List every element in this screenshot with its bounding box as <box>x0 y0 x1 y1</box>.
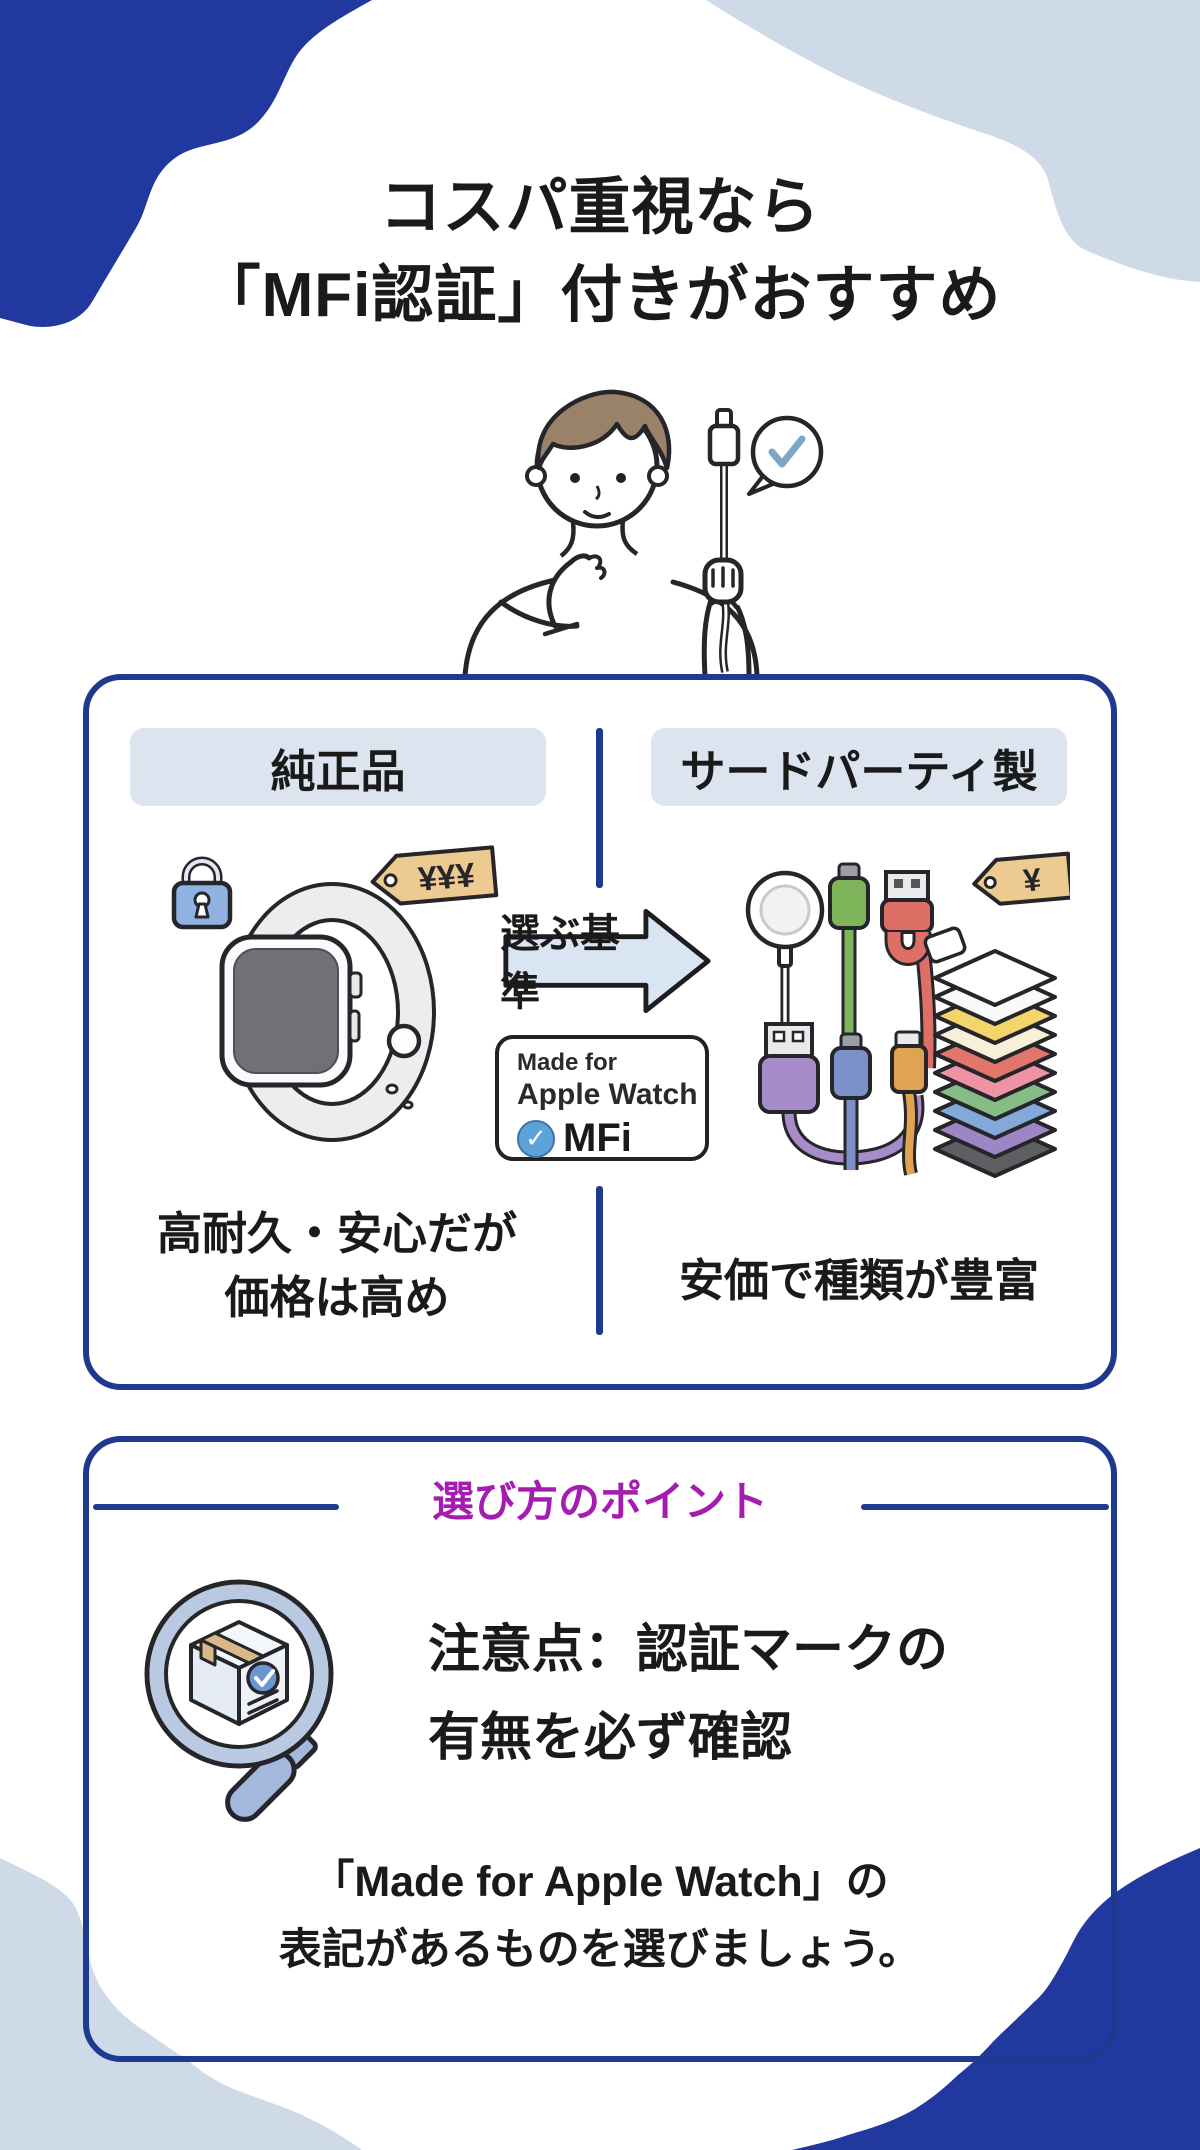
usb-c-green-icon <box>828 862 870 930</box>
thirdparty-header-label: サードパーティ製 <box>680 745 1038 797</box>
watch-screen <box>233 948 339 1074</box>
person-illustration <box>462 389 824 676</box>
header-rule-left <box>93 1504 339 1510</box>
blob-top-right <box>706 0 1200 282</box>
page-title-line1: コスパ重視なら <box>379 173 821 242</box>
check-bubble-icon <box>750 415 824 489</box>
charger-stack-icon <box>923 926 1057 1178</box>
price-tag-low-icon: ¥ <box>972 851 1070 906</box>
price-tag-low-label: ¥ <box>1022 861 1043 898</box>
mfi-badge-line1: Made for <box>517 1049 618 1076</box>
magnifier-box-icon <box>144 1579 334 1822</box>
caution-line2: 有無を必ず確認 <box>428 1709 793 1767</box>
thirdparty-cables-illustration: ¥ <box>745 851 1070 1178</box>
thirdparty-header-pill: サードパーティ製 <box>651 728 1067 806</box>
lock-icon <box>171 856 233 930</box>
header-rule-right <box>861 1504 1109 1510</box>
points-panel: 選び方のポイント 注意点：認証マークの 有無を必ず確認 「Made for Ap… <box>83 1436 1117 2062</box>
criteria-arrow <box>503 908 711 1014</box>
mfi-badge-label: MFi <box>563 1116 632 1160</box>
points-header: 選び方のポイント <box>431 1478 768 1525</box>
usb-a-red-icon <box>880 870 934 966</box>
person-hand-chin <box>546 553 592 629</box>
note-line2: 表記があるものを選びましょう。 <box>278 1926 922 1974</box>
usb-c-blue-icon <box>830 1032 872 1100</box>
genuine-caption-line1: 高耐久・安心だが <box>156 1208 517 1259</box>
caution-line1: 注意点：認証マークの <box>428 1621 949 1679</box>
page-title: コスパ重視なら 「MFi認証」付きがおすすめ <box>0 164 1200 340</box>
blob-bottom-right <box>792 1848 1200 2150</box>
check-mark-icon <box>768 435 806 468</box>
thirdparty-caption: 安価で種類が豊富 <box>678 1255 1039 1306</box>
price-tag-high-label: ¥¥¥ <box>417 856 477 899</box>
price-tag-high-icon: ¥¥¥ <box>370 845 499 906</box>
blob-bottom-left <box>0 1858 362 2150</box>
divider-bottom <box>596 1186 603 1335</box>
magnetic-charger-icon <box>745 870 825 968</box>
genuine-caption: 高耐久・安心だが 価格は高め <box>117 1202 557 1330</box>
mfi-badge: Made for Apple Watch ✓ MFi <box>495 1035 709 1161</box>
page-title-line2: 「MFi認証」付きがおすすめ <box>198 261 1002 330</box>
genuine-header-label: 純正品 <box>270 745 406 797</box>
mfi-badge-row: ✓ MFi <box>517 1116 705 1161</box>
criteria-arrow-label: 選ぶ基準 <box>500 912 620 1014</box>
genuine-caption-line2: 価格は高め <box>224 1272 450 1323</box>
usb-a-purple-icon <box>758 1022 820 1114</box>
apple-watch-illustration: ¥¥¥ <box>171 845 499 1142</box>
genuine-header-pill: 純正品 <box>130 728 546 806</box>
mfi-badge-line2: Apple Watch <box>517 1078 698 1111</box>
note-line1: 「Made for Apple Watch」の <box>311 1858 889 1906</box>
blob-top-left <box>0 0 372 327</box>
divider-top <box>596 728 603 888</box>
mfi-check-icon: ✓ <box>517 1119 555 1158</box>
caution-text: 注意点：認証マークの 有無を必ず確認 <box>428 1606 1108 1782</box>
micro-usb-orange-icon <box>890 1030 928 1094</box>
package-box-icon <box>189 1620 289 1726</box>
person-hair <box>535 389 672 471</box>
comparison-panel: 純正品 サードパーティ製 ¥¥¥ <box>83 674 1117 1390</box>
note-text: 「Made for Apple Watch」の 表記があるものを選びましょう。 <box>89 1848 1111 1984</box>
